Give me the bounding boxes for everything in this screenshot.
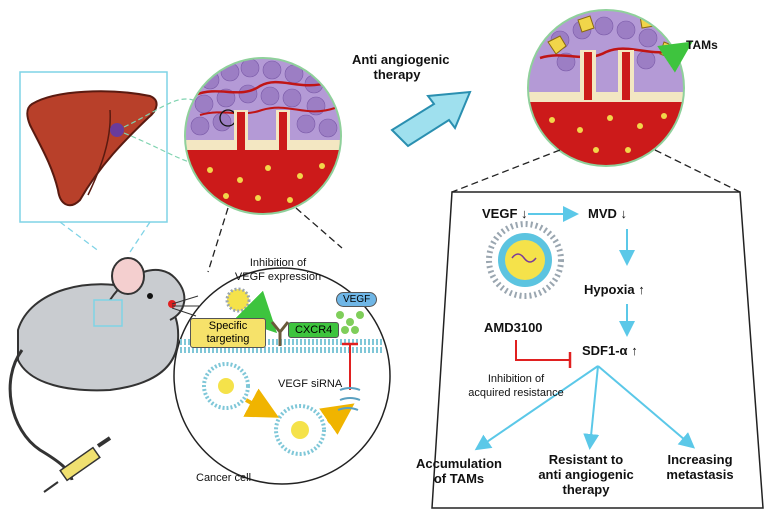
cancer-cell-label: Cancer cell [196,472,252,484]
outcome-accumulation-line2: of TAMs [433,471,485,486]
syringe-icon [43,436,112,493]
tumor-spot [110,123,124,137]
liver-inset [19,71,168,223]
hypoxia-up-arrow: ↑ [638,282,645,297]
acquired-resistance-label: Inhibition of acquired resistance [464,372,568,400]
outcome-resistance: Resistant to anti angiogenic therapy [534,452,638,497]
acquired-resistance-line2: acquired resistance [468,387,564,399]
outcome-accumulation-line1: Accumulation [416,456,502,471]
specific-targeting-line2: targeting [206,333,250,345]
mvd-node: MVD ↓ [588,206,627,221]
amd3100-label: AMD3100 [484,320,543,335]
vegf-label: VEGF [482,206,518,221]
vegf-tag: VEGF [336,292,378,307]
outcome-metastasis: Increasing metastasis [650,452,750,482]
inhibition-line [515,340,570,361]
tumor-tissue-after [527,9,685,167]
tams-pointer-arrow [657,41,693,73]
outcome-resistance-line2: anti angiogenic [538,467,634,482]
tams-label: TAMs [686,38,718,52]
vegf-expression-line1: Inhibition of [249,257,307,269]
specific-targeting-line1: Specific [208,320,248,332]
liver-icon [26,90,158,207]
cxcr4-tag: CXCR4 [288,322,340,338]
outcome-accumulation: Accumulation of TAMs [416,456,502,486]
therapy-arrow [390,90,472,148]
vegf-node: VEGF ↓ [482,206,528,221]
specific-targeting-tag: Specific targeting [190,318,266,348]
vegf-expression-line2: VEGF expression [234,271,322,283]
sdf-up-arrow: ↑ [631,343,638,358]
mouse-illustration [8,257,200,493]
therapy-label-line2: therapy [373,67,421,82]
vegf-sirna-label: VEGF siRNA [278,378,343,390]
hypoxia-node: Hypoxia ↑ [584,282,645,297]
hypoxia-label: Hypoxia [584,282,635,297]
mvd-down-arrow: ↓ [620,206,628,221]
sdf-node: SDF1-α ↑ [582,343,638,358]
outcome-metastasis-line2: metastasis [666,467,734,482]
therapy-label-line1: Anti angiogenic [352,52,450,67]
vegf-down-arrow: ↓ [521,206,528,221]
tumor-tissue-before [184,57,342,215]
amd3100-nanoparticle [486,221,564,299]
therapy-label: Anti angiogenic therapy [352,52,450,82]
outcome-metastasis-line1: Increasing [667,452,733,467]
outcome-resistance-line3: therapy [562,482,610,497]
mvd-label: MVD [588,206,617,221]
outcome-resistance-line1: Resistant to [548,452,624,467]
acquired-resistance-line1: Inhibition of [487,373,545,385]
sdf-label: SDF1-α [582,343,628,358]
vegf-expression-label: Inhibition of VEGF expression [218,256,338,284]
